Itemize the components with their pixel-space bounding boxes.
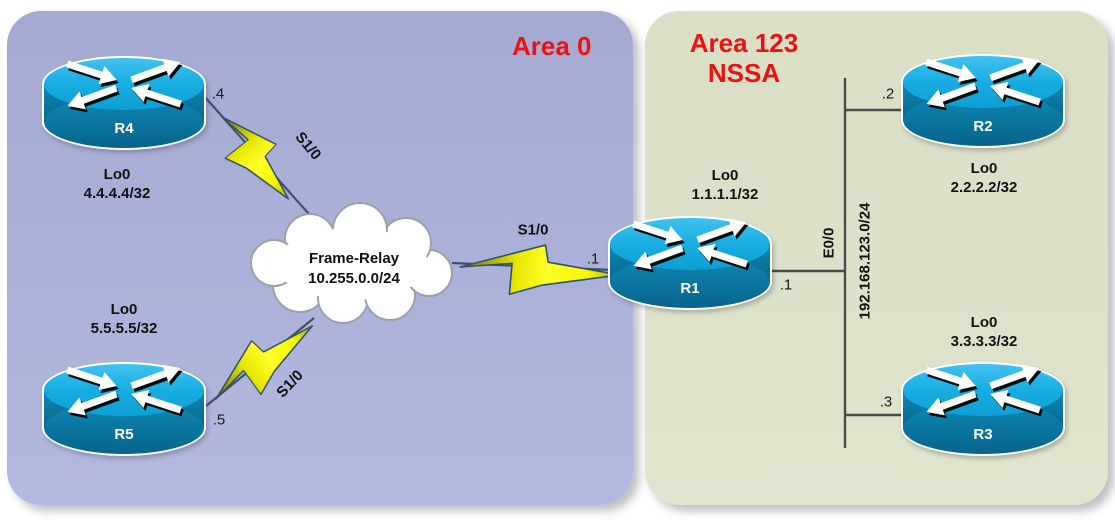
router-r4-name: R4 [114,120,134,137]
frame-relay-cloud-icon [250,202,453,324]
router-icon [42,362,206,462]
r4-serial-addr: .4 [211,85,225,103]
r4-loopback-iface: Lo0 [103,166,131,183]
r3-loopback-iface: Lo0 [970,314,998,331]
router-icon [901,54,1065,154]
router-r5-name: R5 [114,426,134,443]
r1-lan-addr: .1 [779,276,793,294]
r2-lan-addr: .2 [881,85,895,103]
r1-serial-addr: .1 [586,250,600,268]
r5-loopback-iface: Lo0 [110,301,138,318]
lightning-bolt-r5-icon [200,304,327,419]
r1-loopback-iface: Lo0 [711,167,739,184]
r5-loopback-ip: 5.5.5.5/32 [90,320,158,337]
r3-loopback-ip: 3.3.3.3/32 [950,333,1018,350]
router-r5: R5 [42,362,206,462]
router-icon [608,216,772,316]
router-icon [901,362,1065,462]
r5-serial-addr: .5 [212,411,226,429]
router-r4: R4 [42,56,206,156]
r4-loopback-label: Lo0 4.4.4.4/32 [37,165,197,203]
r1-serial-iface-label: S1/0 [517,221,549,239]
cloud-name: Frame-Relay [308,250,400,267]
router-r2: R2 [901,54,1065,154]
r2-loopback-ip: 2.2.2.2/32 [950,179,1018,196]
r5-loopback-label: Lo0 5.5.5.5/32 [44,300,204,338]
r1-lan-iface-label: E0/0 [820,227,838,259]
router-icon [42,56,206,156]
area0-title: Area 0 [512,31,592,61]
area123-title-line1: Area 123 [689,28,799,58]
r1-loopback-label: Lo0 1.1.1.1/32 [645,166,805,204]
r3-loopback-label: Lo0 3.3.3.3/32 [904,313,1064,351]
r4-loopback-ip: 4.4.4.4/32 [83,185,151,202]
router-r3: R3 [901,362,1065,462]
r2-loopback-label: Lo0 2.2.2.2/32 [904,159,1064,197]
router-r1: R1 [608,216,772,316]
router-r2-name: R2 [973,118,993,135]
lan-subnet-label: 192.168.123.0/24 [856,202,874,320]
frame-relay-label: Frame-Relay 10.255.0.0/24 [274,249,434,289]
r1-loopback-ip: 1.1.1.1/32 [691,186,759,203]
r2-loopback-iface: Lo0 [970,160,998,177]
r3-lan-addr: .3 [879,393,893,411]
router-r1-name: R1 [680,280,700,297]
router-r3-name: R3 [973,426,993,443]
cloud-subnet: 10.255.0.0/24 [308,270,400,287]
area123-title: Area 123 NSSA [656,28,832,88]
area123-title-line2: NSSA [707,58,781,88]
